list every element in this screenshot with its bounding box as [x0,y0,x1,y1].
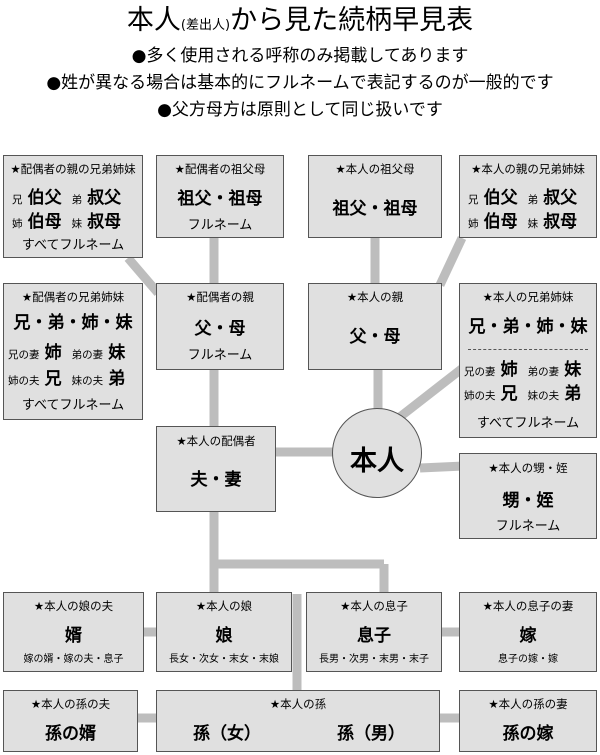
box-main: 兄・弟・姉・妹 [13,313,133,333]
page-title: 本人(差出人)から見た続柄早見表 [126,5,474,36]
row-in-laws-1: 兄の妻 姉弟の妻 妹 [8,343,126,363]
note-2: ●姓が異なる場合は基本的にフルネームで表記するのが一般的です [46,73,554,93]
box-sub: 嫁の婿・嫁の夫・息子 [23,654,124,665]
box-grandchild: ★本人の孫 孫（女） 孫（男） [156,690,440,752]
box-main: 父・母 [349,327,401,347]
box-son-wife: ★本人の息子の妻 嫁 息子の嫁・嫁 [459,592,597,672]
box-spouse-siblings: ★配偶者の兄弟姉妹 兄・弟・姉・妹 兄の妻 姉弟の妻 妹 姉の夫 兄妹の夫 弟 … [3,283,143,420]
box-main: 兄・弟・姉・妹 [468,317,588,337]
self-label: 本人 [350,446,404,477]
box-header: ★本人の孫の夫 [30,697,111,711]
box-spouse-parents: ★配偶者の親 父・母 フルネーム [156,283,284,370]
box-daughter-husband: ★本人の娘の夫 婿 嫁の婿・嫁の夫・息子 [3,592,144,672]
row-in-laws-2: 姉の夫 兄妹の夫 弟 [464,384,582,404]
box-footer: すべてフルネーム [21,398,125,413]
box-own-siblings: ★本人の兄弟姉妹 兄・弟・姉・妹 兄の妻 姉弟の妻 妹 姉の夫 兄妹の夫 弟 す… [459,283,597,438]
row-aunts: 姉 伯母妹 叔母 [12,212,122,232]
box-header: ★本人の親 [346,290,404,304]
box-main-female: 孫（女） [193,724,261,744]
box-header: ★本人の娘 [195,599,253,613]
box-son: ★本人の息子 息子 長男・次男・末男・末子 [306,592,442,672]
box-main: 娘 [215,626,233,646]
box-footer: すべてフルネーム [476,416,580,431]
row-aunts: 姉 伯母妹 叔母 [468,212,578,232]
box-main: 婿 [65,626,82,646]
box-header: ★本人の親の兄弟姉妹 [471,162,585,176]
box-header: ★配偶者の祖父母 [174,162,266,176]
box-main: 孫の嫁 [502,724,554,744]
box-sub: 息子の嫁・嫁 [498,654,558,665]
box-nephew-niece: ★本人の甥・姪 甥・姪 フルネーム [459,453,597,539]
box-main: 孫の婿 [45,724,96,744]
box-header: ★配偶者の親の兄弟姉妹 [10,162,136,176]
box-main-male: 孫（男） [337,724,405,744]
box-sub: 長男・次男・末男・末子 [319,654,429,665]
box-header: ★本人の孫の妻 [488,697,568,711]
box-main: 甥・姪 [502,491,554,511]
box-sub: フルネーム [495,519,561,534]
box-header: ★配偶者の親 [186,290,254,304]
box-header: ★本人の祖父母 [335,162,415,176]
note-3: ●父方母方は原則として同じ扱いです [157,100,443,120]
box-sub: フルネーム [187,218,253,233]
box-spouse-parent-siblings: ★配偶者の親の兄弟姉妹 兄 伯父弟 叔父 姉 伯母妹 叔母 すべてフルネーム [3,155,143,258]
box-header: ★本人の息子の妻 [482,599,574,613]
box-daughter: ★本人の娘 娘 長女・次女・末女・末娘 [156,592,292,672]
box-own-spouse: ★本人の配偶者 夫・妻 [156,426,276,512]
box-header: ★本人の娘の夫 [33,599,114,613]
divider [468,349,588,350]
box-sub: フルネーム [187,348,253,363]
row-uncles: 兄 伯父弟 叔父 [468,188,578,208]
line-own-parent-siblings [435,236,467,287]
line-nephew [419,461,465,473]
box-spouse-grandparents: ★配偶者の祖父母 祖父・祖母 フルネーム [156,155,284,238]
row-in-laws-1: 兄の妻 姉弟の妻 妹 [464,360,582,380]
box-main: 嫁 [519,626,537,646]
box-header: ★本人の配偶者 [176,434,256,448]
line-own-siblings [393,363,467,424]
box-main: 祖父・祖母 [177,189,263,209]
box-footer: すべてフルネーム [21,238,125,253]
box-grandchild-husband: ★本人の孫の夫 孫の婿 [3,690,138,752]
row-in-laws-2: 姉の夫 兄妹の夫 弟 [8,369,126,389]
box-header: ★本人の甥・姪 [488,461,568,475]
box-main: 夫・妻 [190,470,242,490]
box-main: 息子 [357,626,391,646]
box-own-parent-siblings: ★本人の親の兄弟姉妹 兄 伯父弟 叔父 姉 伯母妹 叔母 [459,155,597,238]
box-header: ★本人の孫 [269,697,327,711]
row-uncles: 兄 伯父弟 叔父 [12,188,122,208]
note-1: ●多く使用される呼称のみ掲載してあります [131,46,469,66]
box-own-grandparents: ★本人の祖父母 祖父・祖母 [308,155,442,238]
box-header: ★本人の兄弟姉妹 [482,290,574,304]
box-own-parents: ★本人の親 父・母 [308,283,442,370]
box-header: ★配偶者の兄弟姉妹 [21,290,125,304]
box-grandchild-wife: ★本人の孫の妻 孫の嫁 [459,690,597,752]
self-circle: 本人 [332,408,422,498]
box-main: 父・母 [194,319,246,339]
box-header: ★本人の息子 [340,599,408,613]
line-spouse-parent-siblings [124,255,162,296]
box-sub: 長女・次女・末女・末娘 [169,654,279,665]
box-main: 祖父・祖母 [332,199,418,219]
